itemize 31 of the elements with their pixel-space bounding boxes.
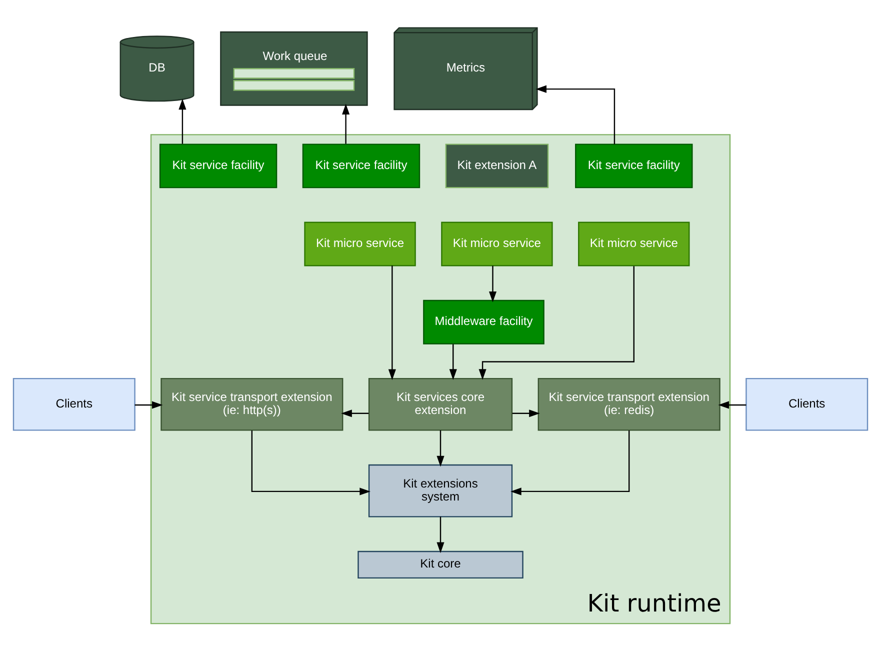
arrow bbox=[718, 401, 746, 409]
arrow bbox=[488, 266, 497, 302]
node-box: Kit services core extension bbox=[368, 378, 513, 431]
node-box: Kit micro service bbox=[578, 222, 690, 266]
arrow bbox=[251, 430, 370, 496]
node-box: Kit micro service bbox=[441, 222, 553, 266]
node-box: Kit extensions system bbox=[368, 464, 513, 518]
arrow bbox=[341, 410, 369, 418]
node-box: Clients bbox=[746, 378, 868, 431]
arrow bbox=[436, 430, 444, 467]
node-box: Kit service transport extension (ie: redis) bbox=[538, 378, 720, 431]
node-box: Kit service facility bbox=[575, 144, 693, 188]
arrow bbox=[512, 410, 540, 418]
arrow bbox=[449, 344, 457, 380]
node-box: Kit extension A bbox=[445, 144, 549, 188]
arrow bbox=[134, 401, 163, 409]
node-box: Clients bbox=[12, 378, 136, 431]
arrow bbox=[478, 266, 634, 380]
arrow bbox=[436, 516, 444, 554]
node-box: Kit micro service bbox=[304, 222, 416, 266]
arrow bbox=[388, 266, 396, 380]
node-box: Kit service facility bbox=[159, 144, 278, 188]
arrow bbox=[342, 104, 350, 144]
arrow bbox=[178, 98, 186, 144]
arrow bbox=[510, 430, 630, 496]
node-box: Kit core bbox=[358, 550, 524, 579]
node-box: Kit service transport extension (ie: http(s)) bbox=[160, 378, 344, 431]
arrow bbox=[536, 85, 616, 144]
node-box: Work queue bbox=[220, 31, 368, 106]
node-box: Middleware facility bbox=[423, 300, 544, 344]
node-box: Kit service facility bbox=[302, 144, 420, 188]
